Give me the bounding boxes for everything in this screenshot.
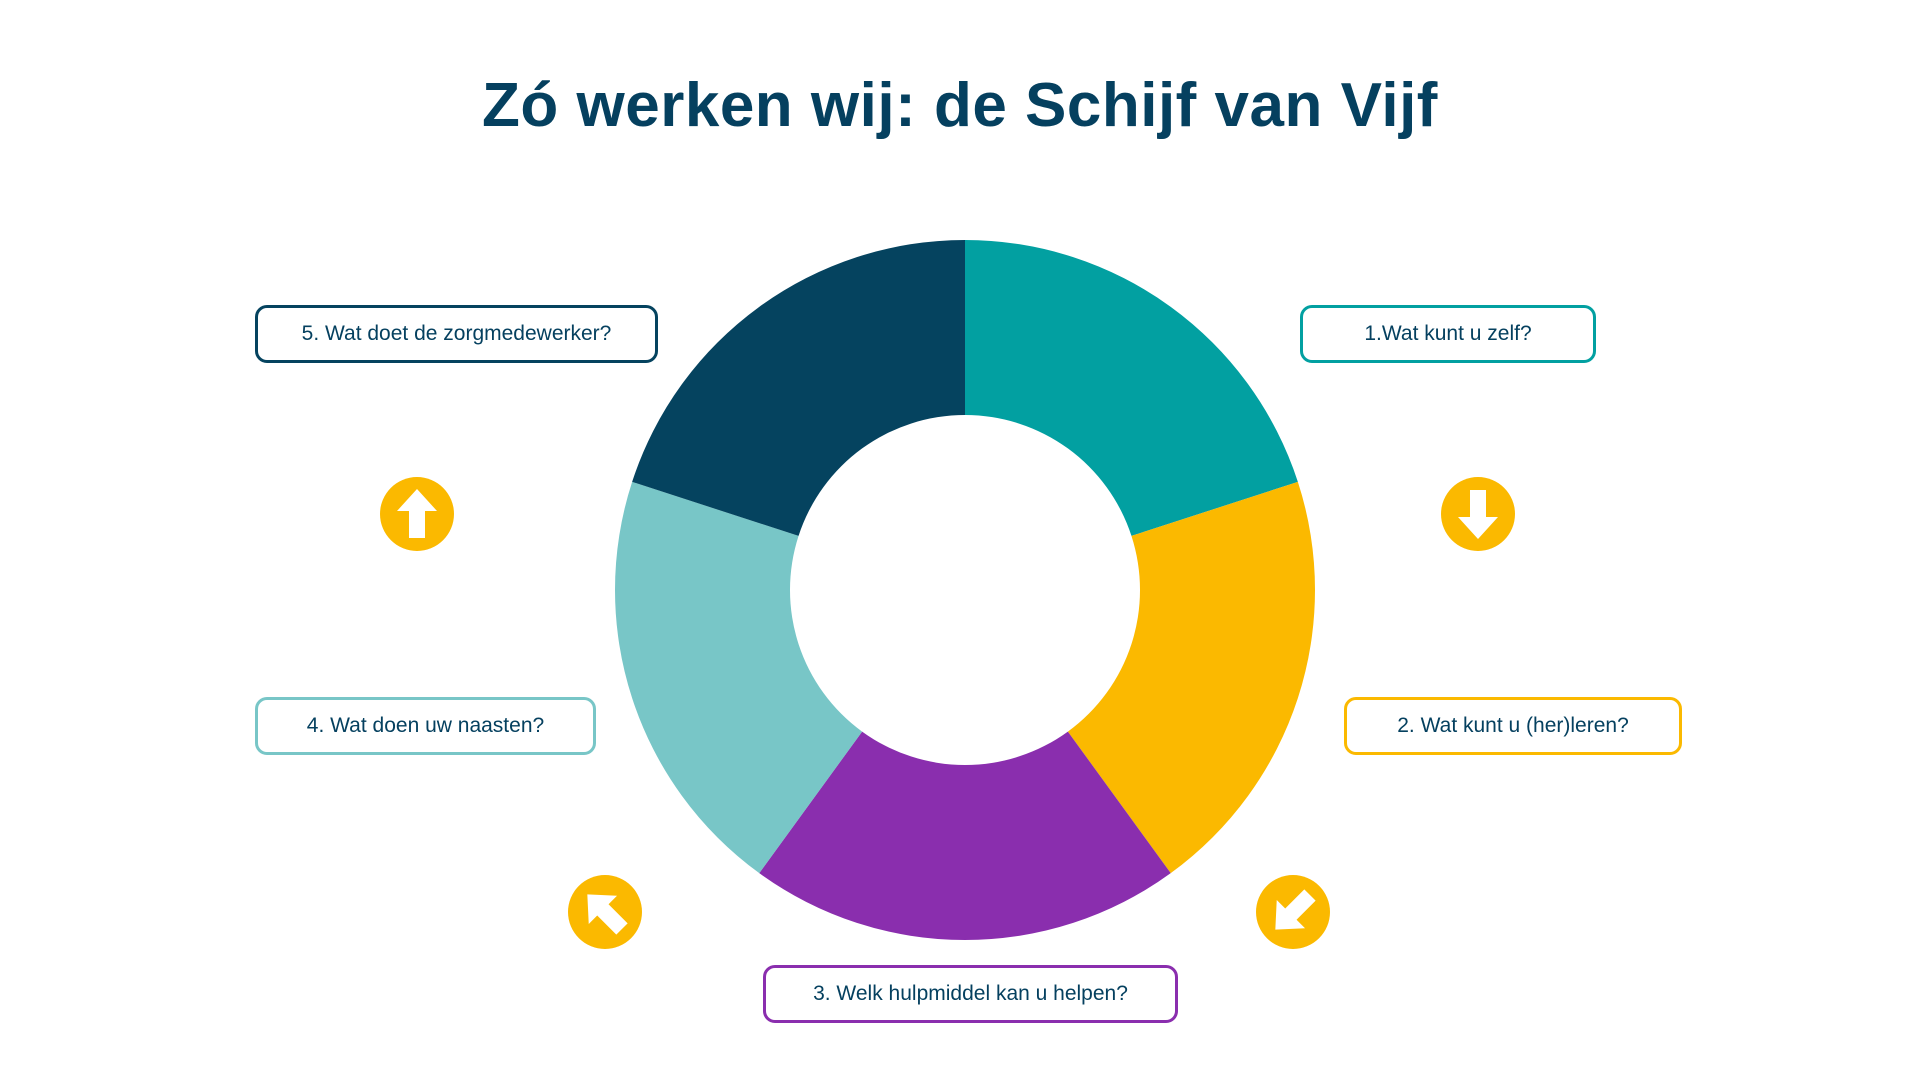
label-box-3: 3. Welk hulpmiddel kan u helpen? (763, 965, 1178, 1023)
page-title: Zó werken wij: de Schijf van Vijf (482, 71, 1438, 140)
label-box-1: 1.Wat kunt u zelf? (1300, 305, 1596, 363)
segment-2-wat-kunt-u-herleren (1067, 481, 1315, 874)
arrow-up-icon (380, 477, 454, 551)
segment-4-wat-doen-uw-naasten (615, 481, 863, 874)
arrow-down-icon (1441, 477, 1515, 551)
label-box-5: 5. Wat doet de zorgmedewerker? (255, 305, 658, 363)
label-box-4: 4. Wat doen uw naasten? (255, 697, 596, 755)
arrow-down-left-icon (1256, 875, 1330, 949)
segment-3-welk-hulpmiddel (759, 731, 1171, 940)
arrow-up-left-icon (568, 875, 642, 949)
label-box-2: 2. Wat kunt u (her)leren? (1344, 697, 1682, 755)
segment-1-wat-kunt-u-zelf (965, 240, 1298, 536)
segment-5-wat-doet-de-zorgmedewerker (632, 240, 965, 536)
